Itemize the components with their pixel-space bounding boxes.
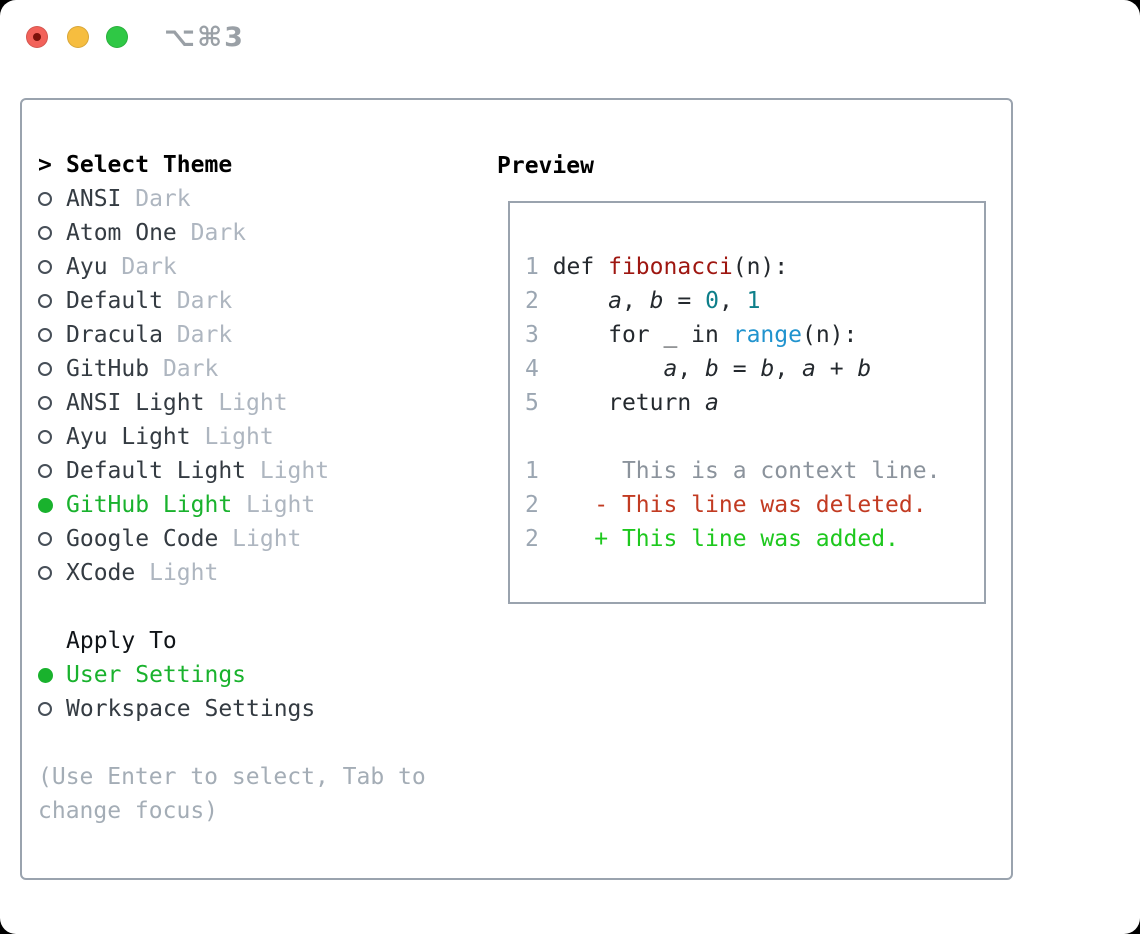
radio-icon	[38, 260, 66, 274]
radio-icon	[38, 566, 66, 580]
radio-icon	[38, 532, 66, 546]
diff-context-line: 1 This is a context line.	[525, 458, 941, 484]
theme-variant-tag: Light	[259, 458, 330, 484]
preview-box: 1 def fibonacci(n): 2 a, b = 0, 1 3 for _ …	[508, 201, 986, 604]
line-number: 2	[525, 492, 539, 518]
radio-icon	[38, 192, 66, 206]
theme-name: Default	[66, 288, 163, 314]
apply-option-label: User Settings	[66, 662, 247, 688]
code-line: 2 a, b = 0, 1	[525, 288, 761, 314]
apply-to-header: Apply To	[38, 624, 426, 658]
blank-line	[525, 420, 984, 454]
theme-name: Google Code	[66, 526, 219, 552]
theme-name: Atom One	[66, 220, 177, 246]
theme-option-default-light-light[interactable]: Default Light Light	[38, 454, 426, 488]
theme-variant-tag: Light	[149, 560, 219, 586]
theme-variant-tag: Dark	[162, 356, 219, 382]
theme-option-dracula-dark[interactable]: Dracula Dark	[38, 318, 426, 352]
line-number: 1	[525, 254, 539, 280]
theme-variant-tag: Light	[246, 492, 316, 518]
diff-deleted-line: 2 - This line was deleted.	[525, 492, 927, 518]
line-number: 4	[525, 356, 539, 382]
code-line: 1 def fibonacci(n):	[525, 254, 789, 280]
spacer	[38, 726, 426, 760]
theme-variant-tag: Dark	[190, 220, 247, 246]
theme-option-default-dark[interactable]: Default Dark	[38, 284, 426, 318]
radio-icon	[38, 464, 66, 478]
theme-option-ansi-light-light[interactable]: ANSI Light Light	[38, 386, 426, 420]
minimize-button[interactable]	[67, 26, 89, 48]
select-theme-header: > Select Theme	[38, 148, 426, 182]
cursor-icon: >	[38, 152, 52, 178]
theme-option-ansi-dark[interactable]: ANSI Dark	[38, 182, 426, 216]
theme-option-github-dark[interactable]: GitHub Dark	[38, 352, 426, 386]
theme-name: GitHub Light	[66, 492, 233, 518]
line-number: 5	[525, 390, 539, 416]
line-number: 2	[525, 288, 539, 314]
theme-variant-tag: Light	[218, 390, 288, 416]
theme-option-atom-one-dark[interactable]: Atom One Dark	[38, 216, 426, 250]
apply-option-workspace-settings[interactable]: Workspace Settings	[38, 692, 426, 726]
preview-title: Preview	[497, 153, 594, 179]
window-shortcut-label: ⌥⌘3	[164, 22, 245, 53]
radio-icon	[38, 702, 66, 716]
theme-name: ANSI Light	[66, 390, 205, 416]
radio-icon	[38, 362, 66, 376]
theme-name: Ayu	[66, 254, 108, 280]
theme-option-google-code-light[interactable]: Google Code Light	[38, 522, 426, 556]
theme-variant-tag: Dark	[176, 288, 233, 314]
theme-name: Dracula	[66, 322, 163, 348]
spacer	[38, 590, 426, 624]
code-line: 4 a, b = b, a + b	[525, 356, 872, 382]
theme-option-xcode-light[interactable]: XCode Light	[38, 556, 426, 590]
theme-name: ANSI	[66, 186, 122, 212]
line-number: 3	[525, 322, 539, 348]
radio-icon	[38, 226, 66, 240]
close-dot-icon	[33, 33, 41, 41]
theme-variant-tag: Dark	[135, 186, 191, 212]
theme-variant-tag: Light	[204, 424, 274, 450]
radio-icon	[38, 328, 66, 342]
close-button[interactable]	[26, 26, 48, 48]
line-number: 1	[525, 458, 539, 484]
theme-name: Default Light	[66, 458, 247, 484]
line-number: 2	[525, 526, 539, 552]
apply-option-user-settings[interactable]: User Settings	[38, 658, 426, 692]
theme-name: XCode	[66, 560, 136, 586]
apply-option-label: Workspace Settings	[66, 696, 316, 722]
radio-selected-icon	[38, 497, 66, 513]
theme-name: GitHub	[66, 356, 150, 382]
theme-option-github-light-light[interactable]: GitHub Light Light	[38, 488, 426, 522]
code-line: 3 for _ in range(n):	[525, 322, 858, 348]
radio-icon	[38, 430, 66, 444]
radio-icon	[38, 396, 66, 410]
diff-added-line: 2 + This line was added.	[525, 526, 899, 552]
preview-lines: 1 def fibonacci(n): 2 a, b = 0, 1 3 for _ …	[525, 250, 984, 556]
picker-title: Select Theme	[66, 152, 233, 178]
theme-option-ayu-light-light[interactable]: Ayu Light Light	[38, 420, 426, 454]
maximize-button[interactable]	[106, 26, 128, 48]
code-line: 5 return a	[525, 390, 719, 416]
theme-variant-tag: Light	[232, 526, 302, 552]
theme-option-ayu-dark[interactable]: Ayu Dark	[38, 250, 426, 284]
radio-icon	[38, 294, 66, 308]
theme-name: Ayu Light	[66, 424, 191, 450]
apply-to-title: Apply To	[66, 628, 177, 654]
theme-variant-tag: Dark	[121, 254, 177, 280]
radio-selected-icon	[38, 667, 66, 683]
theme-variant-tag: Dark	[176, 322, 233, 348]
